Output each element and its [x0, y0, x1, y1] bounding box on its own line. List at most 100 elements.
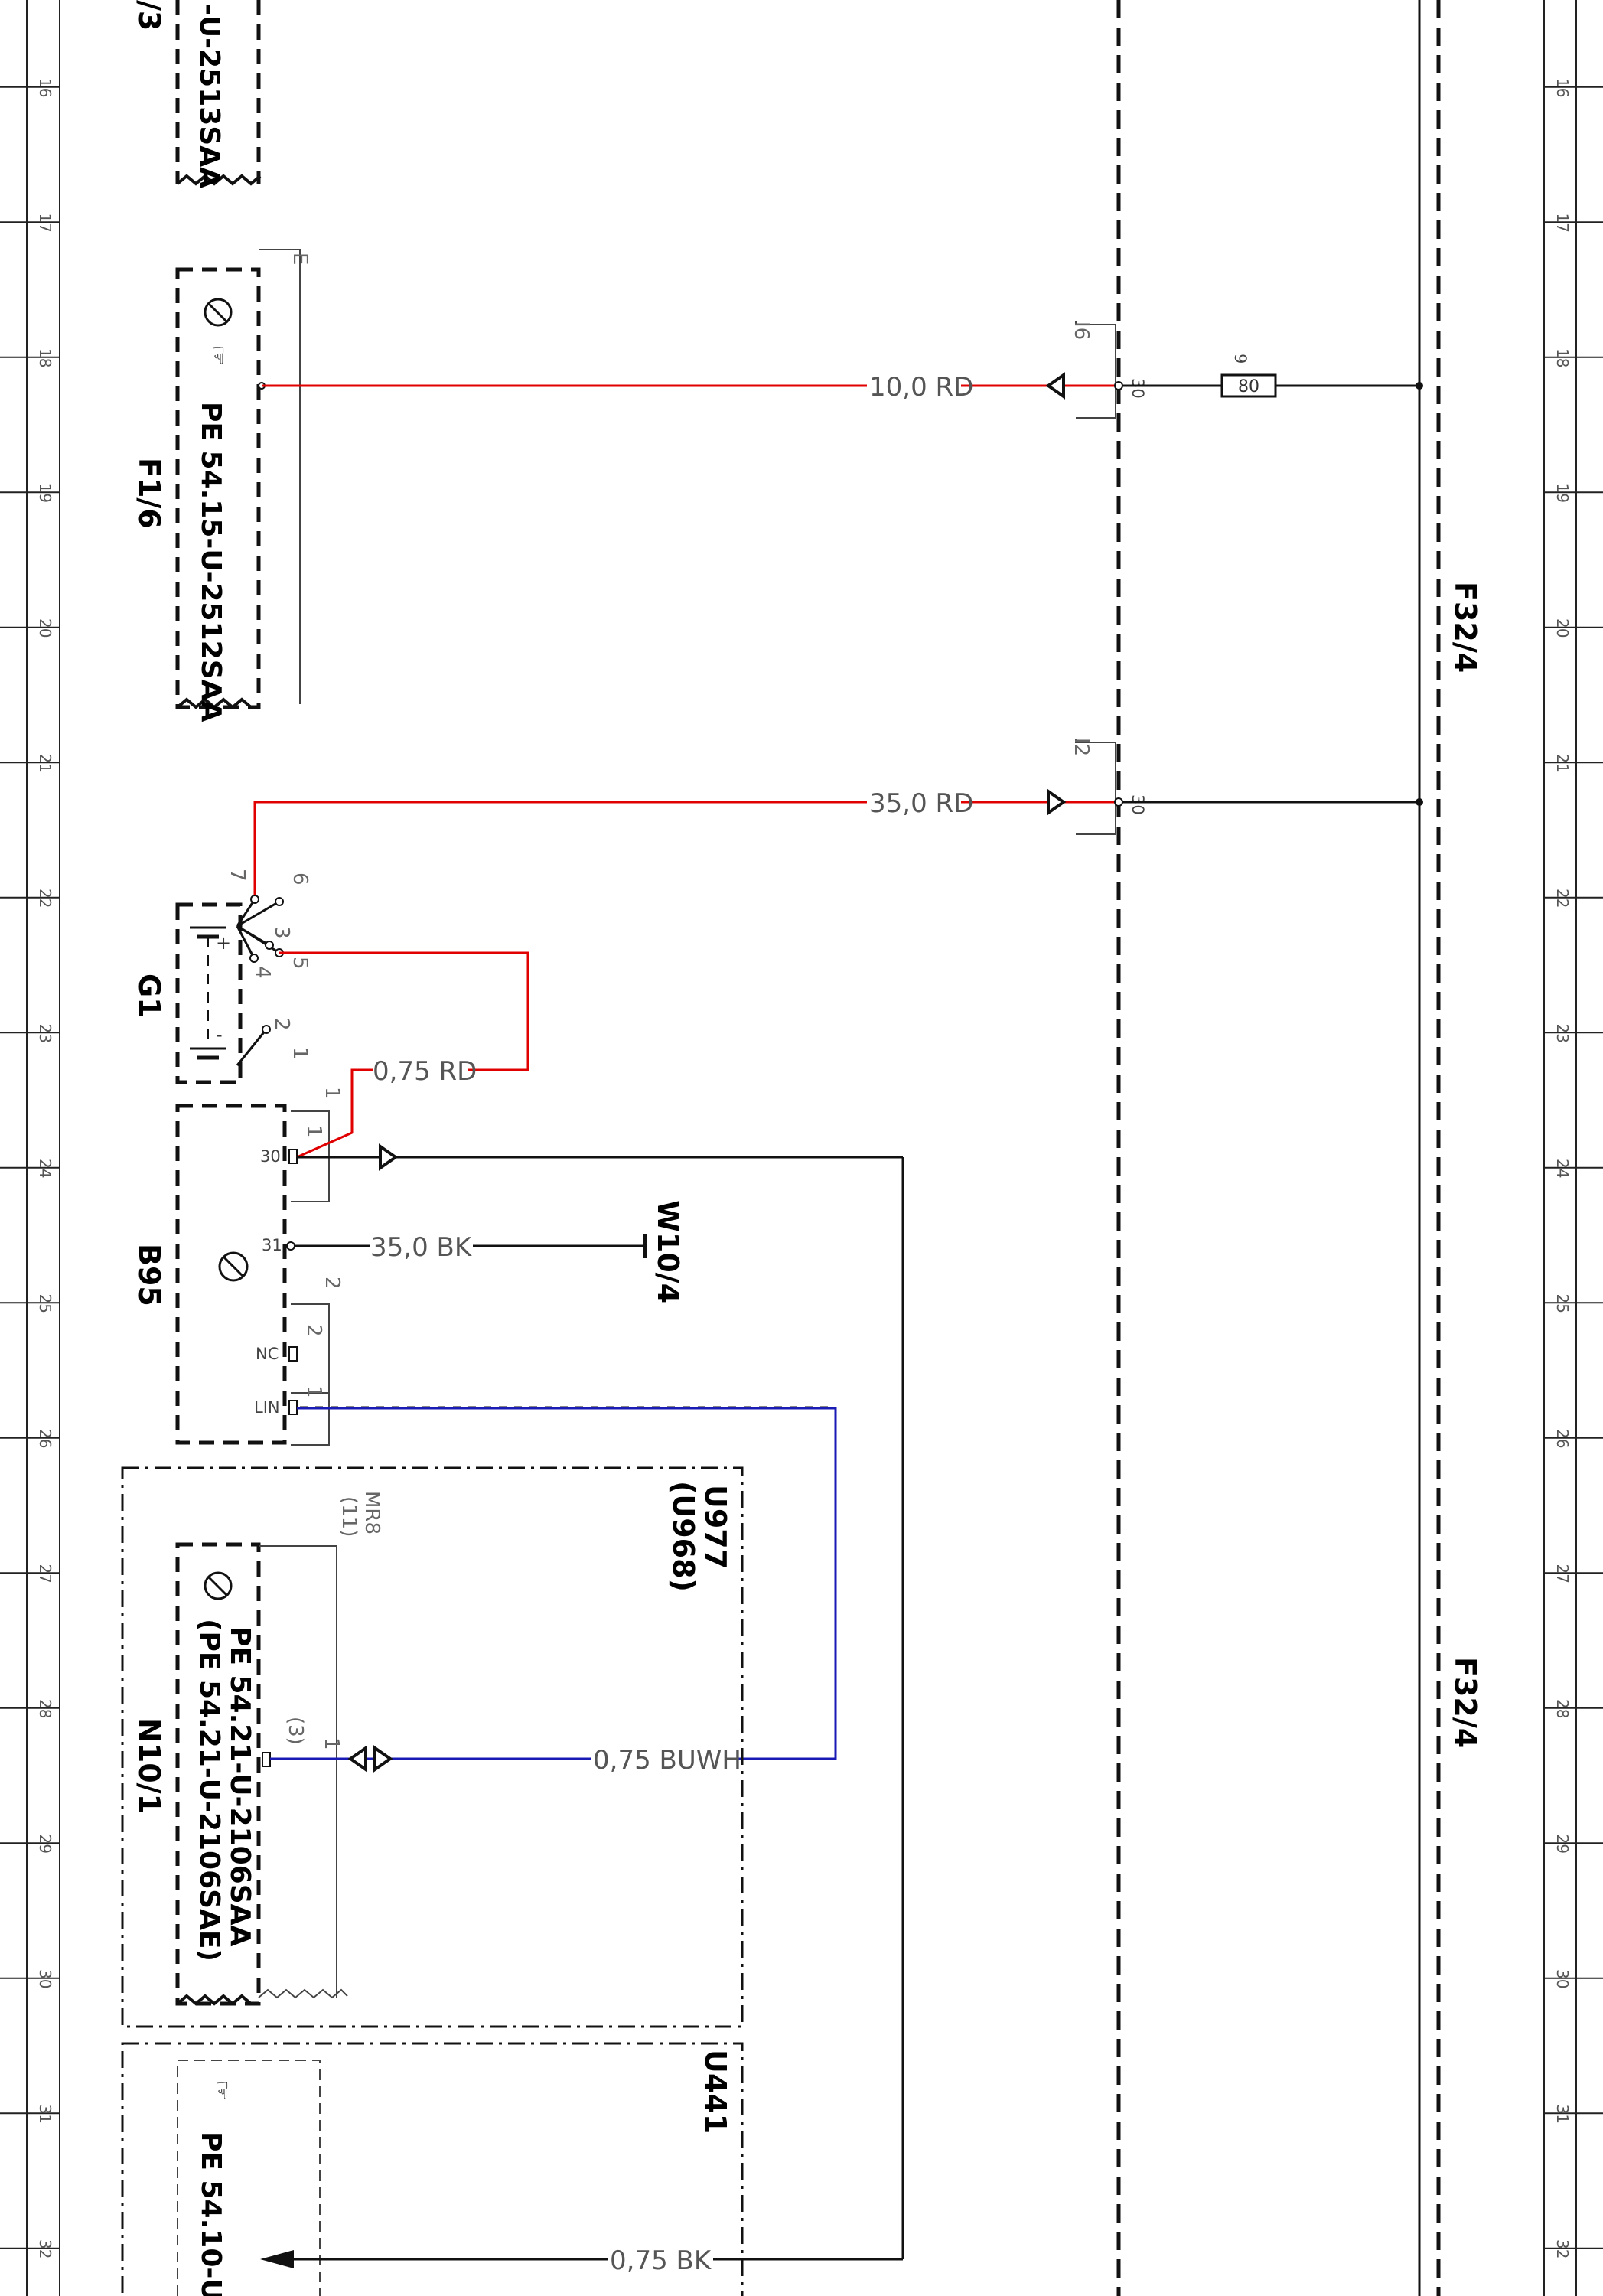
- grid-row-number: 25: [36, 1294, 54, 1313]
- grid-row-number: 26: [36, 1429, 54, 1448]
- wire-label-35-rd: 35,0 RD: [869, 788, 973, 819]
- b95-id: B95: [132, 1244, 166, 1306]
- wire-35-rd: 35,0 RD I2 30: [253, 738, 1423, 899]
- connector-double-arrow-icon: [347, 1745, 393, 1773]
- wire-label-075-buwh: 0,75 BUWH: [593, 1745, 741, 1776]
- grid-row-number: 16: [1553, 78, 1572, 97]
- grid-row-number: 16: [36, 78, 54, 97]
- grid-row-number: 23: [1553, 1024, 1572, 1043]
- grid-row-number: 21: [36, 754, 54, 773]
- grid-row-number: 23: [36, 1024, 54, 1043]
- grid-row-number: 24: [36, 1159, 54, 1178]
- top-partial-doc-ref: -U-2513SAA: [194, 4, 225, 188]
- grid-row-number: 29: [1553, 1835, 1572, 1854]
- grid-row-number: 32: [1553, 2239, 1572, 2258]
- b95-pin-nc: NC: [256, 1345, 279, 1363]
- grid-ticks: [0, 86, 1603, 2249]
- wire-label-35-bk: 35,0 BK: [370, 1232, 473, 1263]
- u441-id: U441: [699, 2050, 732, 2134]
- g1-pin-1: 1: [288, 1047, 311, 1060]
- connector-arrow-icon: [1047, 788, 1067, 816]
- grid-frame: [26, 0, 1577, 2296]
- u441-block: U441 ☞ PE 54.10-U 0,75 BK: [121, 2042, 903, 2296]
- f1-6-id: F1/6: [132, 458, 166, 529]
- wire-label-075-bk: 0,75 BK: [610, 2245, 712, 2276]
- grid-row-number: 27: [36, 1564, 54, 1583]
- f1-6-doc-ref: PE 54.15-U-2512SAA: [195, 402, 226, 722]
- fuse-80: [1220, 373, 1277, 398]
- b95-conn-1: 1: [321, 1087, 344, 1100]
- n10-1-pin-3: (3): [284, 1717, 307, 1745]
- b95-conn-2: 2: [321, 1277, 344, 1290]
- n10-1-doc-ref-2: (PE 54.21-U-2106SAE): [194, 1619, 225, 1962]
- tap-label-e: E: [288, 253, 311, 265]
- grid-row-number: 30: [1553, 1969, 1572, 1988]
- wire-label-10-rd: 10,0 RD: [869, 372, 973, 403]
- connector-arrow-icon: [1045, 372, 1065, 400]
- n10-1-id: N10/1: [132, 1718, 166, 1814]
- connector-arrow-icon: [379, 1143, 399, 1171]
- w10-4-label: W10/4: [651, 1200, 685, 1303]
- hand-pointer-icon: ☞: [204, 345, 231, 366]
- grid-row-number: 22: [1553, 889, 1572, 908]
- grid-row-number: 24: [1553, 1159, 1572, 1178]
- ground-symbol-icon: [218, 1251, 249, 1282]
- ground-symbol-icon: [204, 298, 233, 327]
- connector-label-i2: I2: [1070, 738, 1093, 756]
- u977-block: U977 (U968): [121, 1466, 744, 2028]
- g1-pin-5: 5: [288, 957, 311, 970]
- ground-symbol-icon: [204, 1571, 233, 1600]
- grid-row-number: 28: [1553, 1699, 1572, 1718]
- g1-pin-6: 6: [288, 872, 311, 885]
- bus-label-f32-4-lower: F32/4: [1448, 1657, 1482, 1748]
- grid-row-number: 22: [36, 889, 54, 908]
- grid-row-number: 31: [1553, 2105, 1572, 2124]
- n10-1-pin-1: 1: [320, 1737, 343, 1750]
- grid-numbers-right: 16 17 18 19 20 21 22 23 24 25 26 27 28 29 30 31 32: [1553, 78, 1572, 2258]
- grid-row-number: 21: [1553, 754, 1572, 773]
- u977-id: U977: [699, 1485, 732, 1569]
- grid-row-number: 18: [1553, 348, 1572, 367]
- grid-row-number: 19: [1553, 484, 1572, 503]
- f1-6-module: ☞ PE 54.15-U-2512SAA F1/6 E: [132, 249, 311, 722]
- n10-1-doc-ref-1: PE 54.21-U-2106SAA: [224, 1626, 256, 1946]
- grid-row-number: 26: [1553, 1429, 1572, 1448]
- bus-label-f32-4-upper: F32/4: [1448, 582, 1482, 673]
- b95-conn-1b: 1: [302, 1125, 325, 1138]
- g1-id: G1: [132, 974, 166, 1018]
- wire-label-075-rd: 0,75 RD: [373, 1056, 477, 1087]
- g1-battery: + - G1 7 6 3 5 4 2 1: [132, 869, 529, 1084]
- grid-row-number: 27: [1553, 1564, 1572, 1583]
- grid-row-number: 25: [1553, 1294, 1572, 1313]
- connector-label-i6: I6: [1070, 321, 1093, 340]
- grid-row-number: 29: [36, 1835, 54, 1854]
- u977-sub: (U968): [666, 1481, 700, 1592]
- b95-pin-lin: LIN: [254, 1398, 280, 1417]
- mr8-label: MR8: [360, 1491, 383, 1534]
- u441-doc-ref: PE 54.10-U: [195, 2131, 226, 2296]
- pin-30-label: 30: [1129, 794, 1147, 815]
- grid-row-number: 19: [36, 484, 54, 503]
- pin-30-label: 30: [1129, 378, 1147, 399]
- grid-row-number: 30: [36, 1969, 54, 1988]
- b95-conn-2b: 2: [302, 1324, 325, 1337]
- b95-pin-31: 31: [262, 1236, 282, 1254]
- grid-row-number: 20: [1553, 618, 1572, 638]
- b95-pin-30: 30: [260, 1147, 281, 1166]
- grid-row-number: 28: [36, 1699, 54, 1718]
- grid-row-number: 31: [36, 2105, 54, 2124]
- grid-row-number: 20: [36, 618, 54, 638]
- mr8-sub: (11): [337, 1496, 360, 1537]
- g1-pin-2: 2: [270, 1018, 293, 1031]
- g1-pin-3: 3: [270, 926, 293, 939]
- wire-10-rd: 10,0 RD I6 30 80 9: [262, 321, 1423, 419]
- g1-pin-4: 4: [251, 966, 274, 979]
- grid-row-number: 17: [1553, 214, 1572, 233]
- minus-sign: -: [216, 1024, 223, 1045]
- g1-pin-7: 7: [226, 869, 249, 882]
- arrowhead-icon: [260, 2250, 294, 2268]
- n10-1-module: PE 54.21-U-2106SAA (PE 54.21-U-2106SAE) …: [132, 1491, 741, 2006]
- plus-sign: +: [216, 932, 231, 954]
